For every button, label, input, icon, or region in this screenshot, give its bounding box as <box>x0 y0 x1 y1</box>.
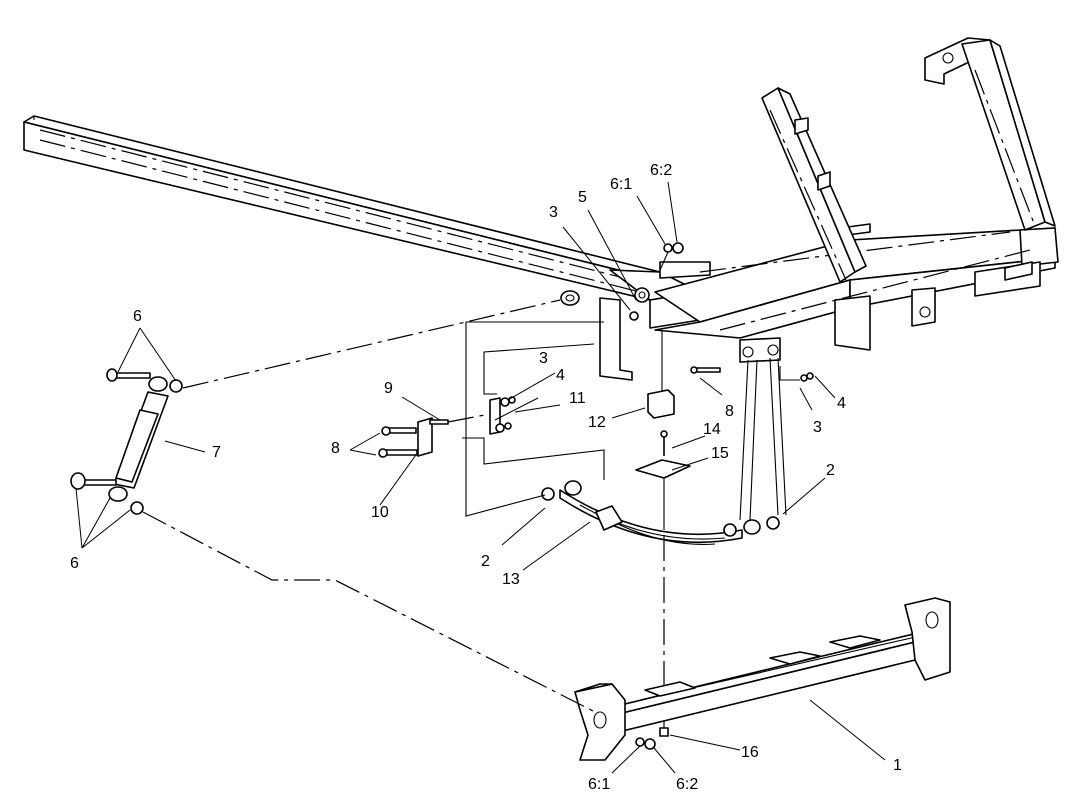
callout-3-mid: 3 <box>539 350 548 367</box>
callout-6-top: 6 <box>133 308 142 325</box>
upright-arm-right <box>924 37 1056 231</box>
main-frame <box>560 223 1059 381</box>
callout-14: 14 <box>703 421 721 438</box>
callout-4-mid: 4 <box>556 367 565 384</box>
callout-11: 11 <box>569 390 586 407</box>
shackle-plate-and-bolts <box>378 396 516 458</box>
callout-9: 9 <box>384 380 393 397</box>
callout-6-bottom: 6 <box>70 555 79 572</box>
callout-1: 1 <box>893 757 902 774</box>
leader-lines <box>75 181 886 774</box>
u-bolt-and-plate <box>635 430 691 730</box>
bump-stop <box>647 330 675 419</box>
callout-2-right: 2 <box>826 462 835 479</box>
callout-6-2-bottom: 6:2 <box>676 776 699 793</box>
leaf-spring <box>541 357 787 545</box>
callout-12: 12 <box>588 414 606 431</box>
callout-7: 7 <box>212 444 221 461</box>
callout-13: 13 <box>502 571 520 588</box>
frame-fasteners <box>629 242 814 382</box>
callout-6-2-top: 6:2 <box>650 162 673 179</box>
callout-3-top: 3 <box>549 204 558 221</box>
shock-absorber <box>70 368 183 515</box>
callout-4-right: 4 <box>837 395 846 412</box>
callout-16: 16 <box>741 744 759 761</box>
callout-15: 15 <box>711 445 729 462</box>
phantom-lines <box>142 299 596 713</box>
callout-2-left: 2 <box>481 553 490 570</box>
drawbar-tongue <box>23 115 661 301</box>
callout-10: 10 <box>371 504 389 521</box>
callout-8-left: 8 <box>331 440 340 457</box>
callout-6-1-top: 6:1 <box>610 176 633 193</box>
axle <box>574 597 951 761</box>
callout-8-right: 8 <box>725 403 734 420</box>
callout-5: 5 <box>578 189 587 206</box>
upright-arm-left <box>761 87 867 283</box>
callout-6-1-bottom: 6:1 <box>588 776 611 793</box>
callout-3-right: 3 <box>813 419 822 436</box>
